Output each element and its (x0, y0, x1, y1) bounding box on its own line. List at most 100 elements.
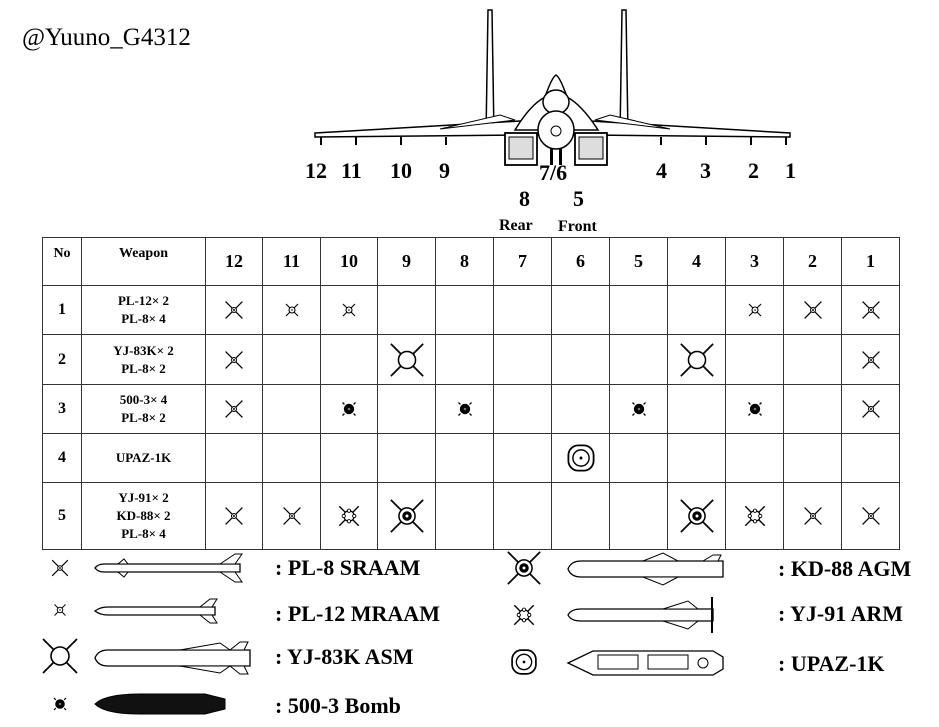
legend-label: : YJ-91 ARM (778, 601, 904, 626)
station-cell (320, 433, 378, 483)
header-station: 11 (262, 237, 321, 286)
watermark: @Yuuno_G4312 (22, 24, 191, 51)
legend-label: : 500-3 Bomb (275, 693, 401, 718)
pl8-sraam-icon (861, 400, 880, 418)
station-cell (841, 482, 900, 550)
yj83k-profile-drawing (94, 641, 251, 675)
station-cell (609, 384, 668, 434)
bomb-icon (631, 402, 646, 416)
header-station: 6 (551, 237, 610, 286)
station-cell (841, 285, 900, 335)
station-cell (667, 433, 726, 483)
station-cell (725, 334, 784, 385)
pl8-sraam-icon (803, 507, 822, 525)
station-cell (783, 334, 842, 385)
station-cell (493, 384, 552, 434)
station-cell (435, 285, 494, 335)
pl12-mraam-icon (342, 303, 356, 317)
station-cell (725, 433, 784, 483)
station-cell (667, 285, 726, 335)
front-label: Front (558, 218, 597, 235)
station-cell (783, 285, 842, 335)
station-cell (493, 482, 552, 550)
header-weapon: Weapon (81, 237, 206, 286)
station-cell (377, 285, 436, 335)
header-station: 7 (493, 237, 552, 286)
station-cell (725, 285, 784, 335)
header-station: 1 (841, 237, 900, 286)
station-cell (377, 433, 436, 483)
pl8-sraam-icon (861, 350, 880, 369)
station-cell (205, 433, 263, 483)
row-number: 3 (42, 384, 82, 434)
pl8-sraam-icon (225, 400, 243, 418)
station-cell (609, 285, 668, 335)
weapon-line: UPAZ-1K (115, 450, 172, 465)
station-cell (667, 384, 726, 434)
station-cell (377, 334, 436, 385)
station-cell (377, 482, 436, 550)
station-cell (205, 334, 263, 385)
station-cell (609, 334, 668, 385)
station-cell (841, 433, 900, 483)
station-cell (609, 482, 668, 550)
station-number: 3 (700, 158, 711, 183)
kd88-agm-icon (679, 499, 714, 533)
weapon-line: YJ-83K× 2 (113, 342, 174, 358)
pl12-mraam-icon (285, 303, 298, 317)
header-station: 10 (320, 237, 378, 286)
station-cell (609, 433, 668, 483)
pl8-sraam-icon (861, 301, 880, 319)
pl8-sraam-icon (225, 507, 243, 525)
station-cell (262, 482, 321, 550)
upaz-profile-drawing (566, 650, 724, 676)
weapon-line: PL-12× 2 (117, 293, 170, 308)
station-cell (493, 334, 552, 385)
station-cell (725, 384, 784, 434)
station-cell (262, 285, 321, 335)
station-cell (551, 285, 610, 335)
station-cell (205, 285, 263, 335)
row-number: 2 (42, 334, 82, 385)
pl8-sraam-icon (225, 301, 243, 319)
weapon-line: KD-88× 2 (116, 508, 171, 523)
bomb-icon (747, 402, 762, 416)
row-number: 1 (42, 285, 82, 335)
station-cell (320, 384, 378, 434)
station-cell (435, 334, 494, 385)
station-cell (320, 334, 378, 385)
pl8-sraam-icon (861, 507, 880, 525)
station-number: 8 (519, 186, 530, 211)
header-station: 2 (783, 237, 842, 286)
table-row: 4 UPAZ-1K (42, 433, 900, 483)
aircraft-front-view (314, 9, 791, 166)
station-cell (783, 482, 842, 550)
weapon-line: YJ-91× 2 (118, 490, 169, 505)
station-cell (435, 384, 494, 434)
legend-label: : KD-88 AGM (778, 556, 912, 581)
station-cell (435, 433, 494, 483)
kd88-profile-drawing (567, 552, 724, 586)
bomb-icon (342, 402, 356, 416)
station-cell (262, 334, 321, 385)
station-cell (667, 482, 726, 550)
pl12-mraam-icon (54, 604, 66, 616)
legend-label: : UPAZ-1K (778, 651, 885, 676)
pl8-sraam-icon (282, 507, 301, 525)
header-station: 9 (377, 237, 436, 286)
yj91-arm-icon (513, 604, 535, 626)
row-number: 4 (42, 433, 82, 483)
station-number: 4 (656, 158, 667, 183)
header-station: 3 (725, 237, 784, 286)
bomb-icon (53, 697, 67, 711)
header-station: 12 (205, 237, 263, 286)
pl8-sraam-icon (803, 301, 822, 319)
yj91-arm-icon (338, 505, 360, 527)
pl12-profile-drawing (93, 598, 218, 624)
station-cell (783, 433, 842, 483)
